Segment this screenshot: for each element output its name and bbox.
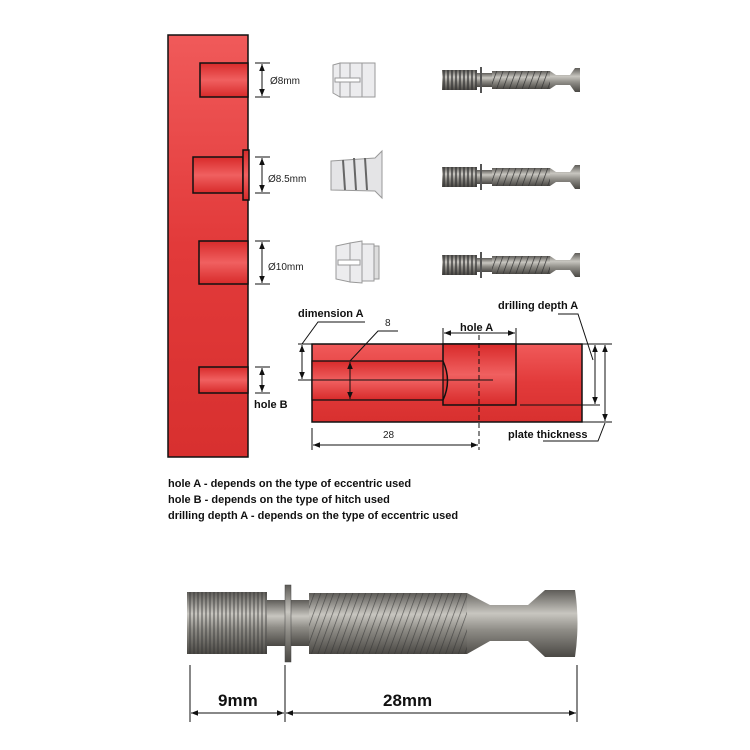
dimension-8-label: 8	[385, 318, 391, 329]
plate-thickness-label: plate thickness	[508, 429, 587, 441]
dimension-28-label: 28	[383, 430, 395, 441]
cam-bolt-1	[442, 67, 580, 93]
hole-10mm	[198, 240, 249, 285]
hole-a-label: hole A	[460, 322, 493, 334]
note-hole-a: hole A - depends on the type of eccentri…	[168, 478, 412, 490]
cam-bolt-3	[442, 252, 580, 278]
bolt-dimensions	[189, 665, 578, 722]
hole-b	[198, 366, 249, 394]
section-dimensions	[298, 313, 612, 450]
hole-8-5mm	[192, 156, 244, 194]
hole-b-label: hole B	[254, 399, 288, 411]
hole-dimensions	[255, 62, 270, 394]
hole-8-5mm-flange	[242, 149, 250, 201]
dimension-a-label: dimension A	[298, 308, 364, 320]
hole-label-8-5mm: Ø8.5mm	[268, 174, 306, 185]
cam-bolt-2	[442, 164, 580, 190]
drilling-depth-a-label: drilling depth A	[498, 300, 578, 312]
plastic-plug-1	[332, 62, 376, 98]
plate-section	[311, 343, 583, 423]
plastic-plug-3	[335, 240, 380, 284]
shaft-length-label: 28mm	[383, 691, 432, 710]
hole-8mm	[199, 62, 249, 98]
cam-bolt-large	[187, 584, 578, 663]
hole-label-8mm: Ø8mm	[270, 76, 300, 87]
thread-length-label: 9mm	[218, 691, 258, 710]
hole-label-10mm: Ø10mm	[268, 262, 304, 273]
metal-insert-2	[330, 149, 383, 200]
note-hole-b: hole B - depends on the type of hitch us…	[168, 494, 390, 506]
notes: hole A - depends on the type of eccentri…	[168, 476, 458, 524]
note-drilling-depth: drilling depth A - depends on the type o…	[168, 510, 459, 522]
